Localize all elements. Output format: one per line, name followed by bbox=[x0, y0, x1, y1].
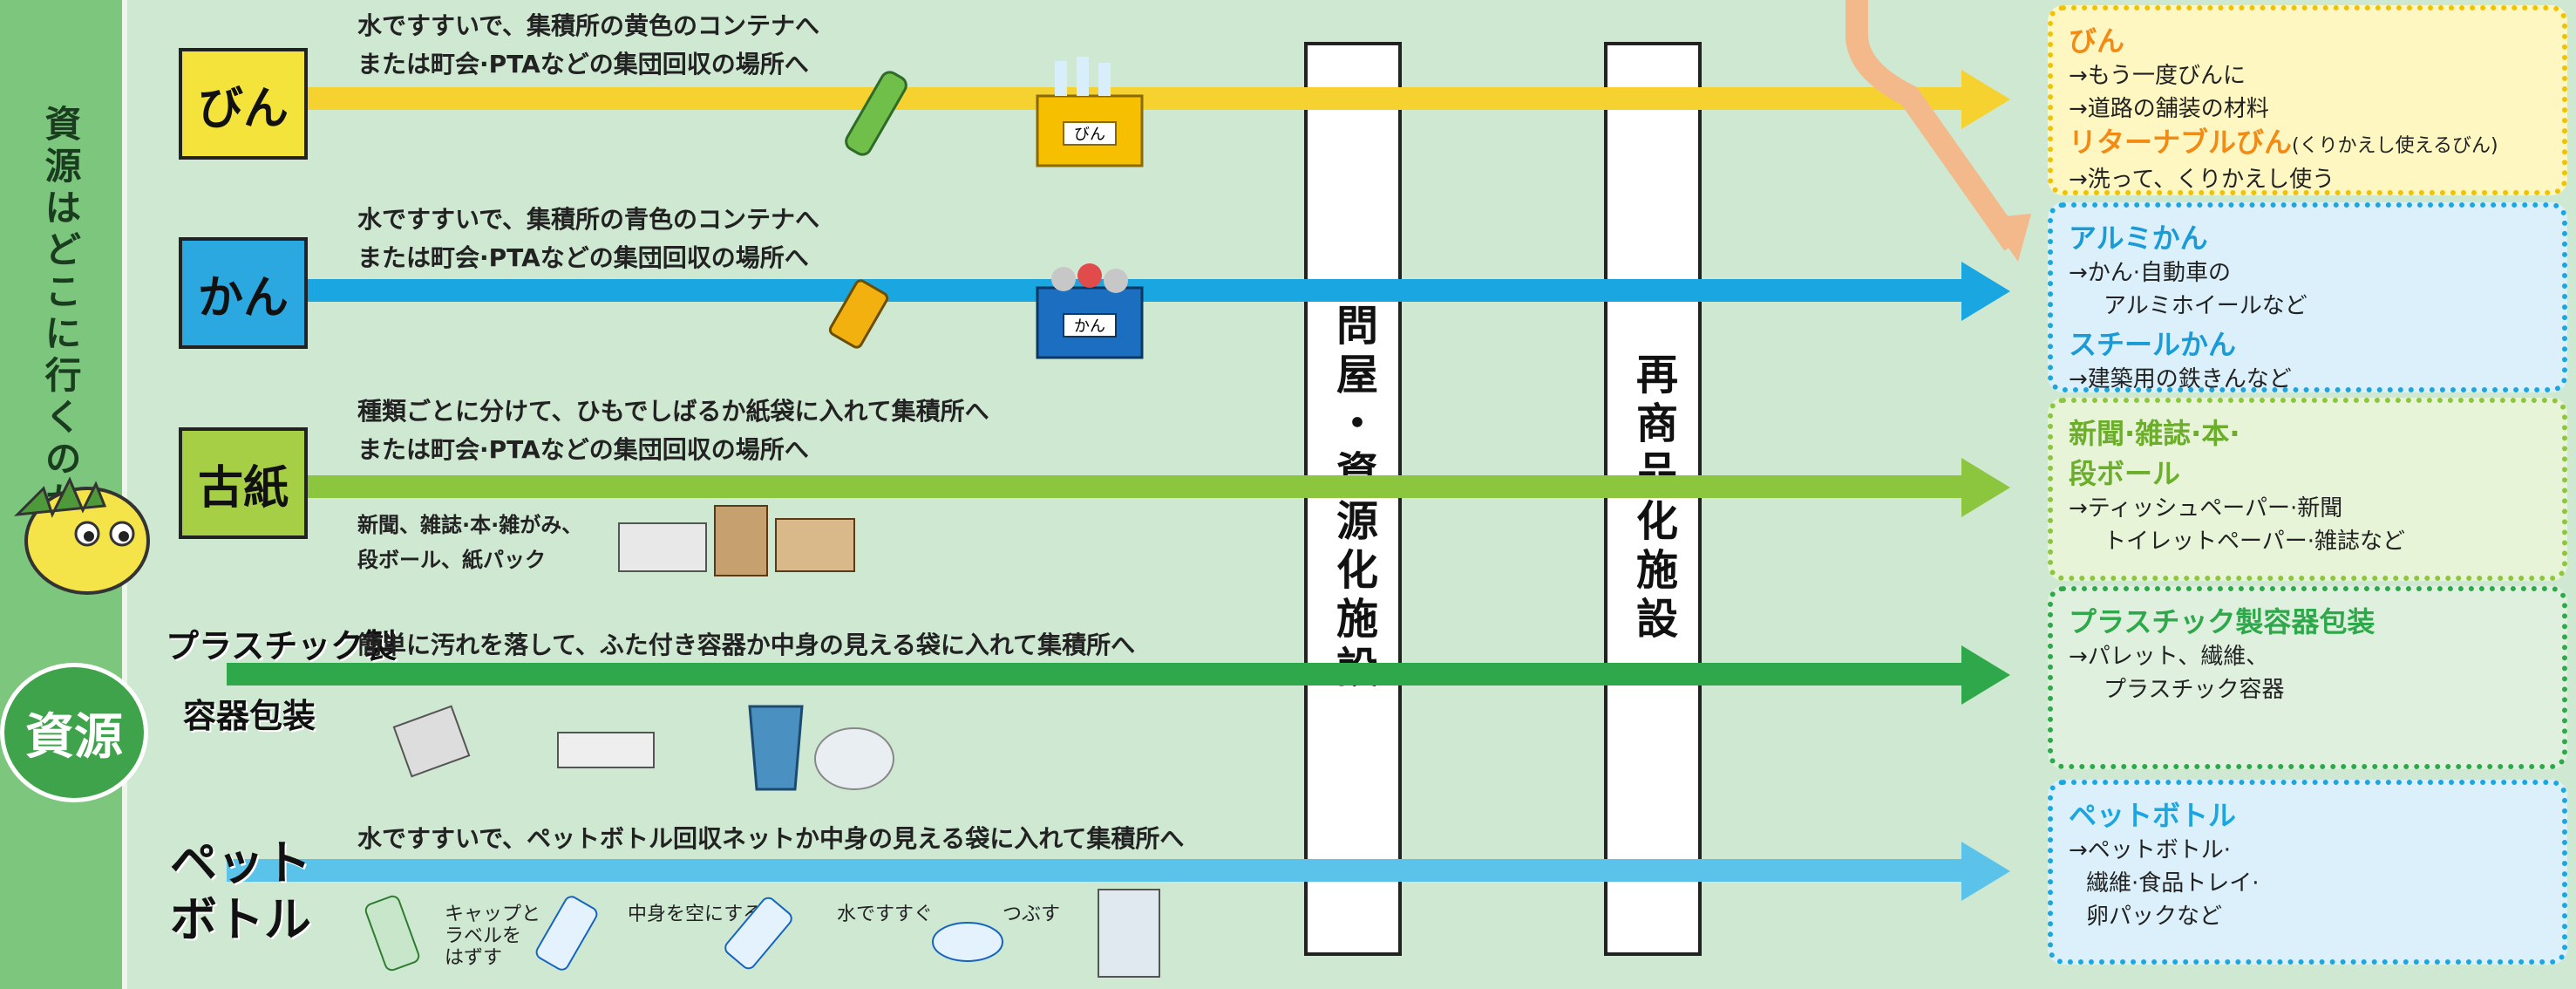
instruction-paper-2: または町会·PTAなどの集団回収の場所へ bbox=[357, 435, 809, 464]
destination-box-pet: ペットボトル →ペットボトル· 繊維·食品トレイ· 卵パックなど bbox=[2048, 780, 2567, 965]
arrow-head-bin bbox=[1961, 70, 2010, 129]
yellow-container-label: びん bbox=[1074, 126, 1105, 144]
box-pet-title: ペットボトル bbox=[2069, 799, 2237, 832]
arrow-head-can bbox=[1961, 262, 2010, 321]
paper-bundle-icon bbox=[618, 505, 855, 576]
cube-bin: びん bbox=[179, 48, 308, 160]
instruction-bin-1: 水ですすいで、集積所の黄色のコンテナへ bbox=[357, 11, 820, 40]
cube-bin-label: びん bbox=[197, 82, 289, 135]
instruction-bin-2: または町会·PTAなどの集団回収の場所へ bbox=[357, 50, 809, 78]
destination-box-bin: びん →もう一度びんに →道路の舗装の材料 リターナブルびん(くりかえし使えるび… bbox=[2048, 5, 2567, 195]
pet-steps-icon bbox=[364, 889, 1160, 978]
box-can-steel-item: →建築用の鉄きんなど bbox=[2069, 366, 2292, 392]
box-plastic-item-2: プラスチック容器 bbox=[2104, 677, 2285, 703]
box-paper-item-1: →ティッシュペーパー·新聞 bbox=[2069, 495, 2343, 522]
box-bin-returnable-note: (くりかえし使えるびん) bbox=[2292, 135, 2498, 157]
resource-badge: 資源 bbox=[0, 663, 148, 802]
arrow-head-plastic bbox=[1961, 645, 2010, 705]
label-plastic: プラスチック製 bbox=[166, 627, 398, 665]
pet-step-2: 中身を空にする bbox=[628, 904, 763, 925]
tower-wholesale: 問屋・資源化施設 bbox=[1304, 42, 1402, 956]
mascot-icon bbox=[13, 476, 150, 595]
box-paper-item-2: トイレットペーパー·雑誌など bbox=[2104, 529, 2406, 555]
yellow-container-icon: びん bbox=[1036, 57, 1144, 167]
curve-connector bbox=[1845, 0, 2031, 262]
cube-paper-label: 古紙 bbox=[197, 461, 289, 515]
instruction-paper-1: 種類ごとに分けて、ひもでしばるか紙袋に入れて集積所へ bbox=[357, 397, 989, 426]
box-pet-item-2: 繊維·食品トレイ· bbox=[2086, 870, 2260, 897]
box-bin-returnable-item: →洗って、くりかえし使う bbox=[2069, 167, 2335, 193]
can-icon bbox=[828, 279, 889, 349]
flow-line-plastic bbox=[227, 663, 1961, 685]
pet-step-4: つぶす bbox=[1003, 904, 1061, 925]
pet-step-3: 水ですすぐ bbox=[837, 904, 934, 925]
box-plastic-title: プラスチック製容器包装 bbox=[2069, 605, 2375, 638]
box-bin-item-1: →もう一度びんに bbox=[2069, 63, 2246, 89]
tower-wholesale-label: 問屋・資源化施設 bbox=[1329, 304, 1377, 694]
cube-can: かん bbox=[179, 237, 308, 349]
arrow-head-paper bbox=[1961, 458, 2010, 517]
box-can-item-2: アルミホイールなど bbox=[2104, 293, 2308, 319]
cube-paper: 古紙 bbox=[179, 427, 308, 539]
box-bin-item-2: →道路の舗装の材料 bbox=[2069, 96, 2269, 122]
box-paper-title: 新聞·雑誌·本· bbox=[2069, 417, 2240, 450]
box-can-title: アルミかん bbox=[2069, 222, 2208, 255]
blue-container-label: かん bbox=[1074, 317, 1105, 336]
box-bin-title: びん bbox=[2069, 24, 2125, 58]
cube-can-label: かん bbox=[197, 271, 289, 324]
instruction-can-2: または町会·PTAなどの集団回収の場所へ bbox=[357, 243, 809, 272]
box-pet-item-1: →ペットボトル· bbox=[2069, 837, 2232, 863]
box-can-item-1: →かん·自動車の bbox=[2069, 260, 2232, 286]
resource-badge-label: 資源 bbox=[25, 708, 123, 766]
arrow-head-pet bbox=[1961, 842, 2010, 901]
paper-note-1: 新聞、雑誌·本·雑がみ、 bbox=[357, 513, 583, 537]
tower-recycling: 再商品化施設 bbox=[1604, 42, 1702, 956]
box-bin-returnable-title: リターナブルびん bbox=[2069, 126, 2293, 159]
box-pet-item-3: 卵パックなど bbox=[2086, 904, 2223, 930]
box-paper-title-2: 段ボール bbox=[2069, 457, 2181, 490]
tower-recycling-label: 再商品化施設 bbox=[1628, 352, 1677, 645]
label-pet-2: ボトル bbox=[170, 892, 311, 947]
blue-container-icon: かん bbox=[1036, 263, 1144, 359]
pet-step-1b: ラベルを bbox=[445, 925, 522, 947]
pet-step-1a: キャップと bbox=[445, 904, 541, 925]
label-plastic-2: 容器包装 bbox=[183, 697, 316, 735]
destination-box-plastic: プラスチック製容器包装 →パレット、繊維、 プラスチック容器 bbox=[2048, 586, 2567, 769]
instruction-pet-1: 水ですすいで、ペットボトル回収ネットか中身の見える袋に入れて集積所へ bbox=[357, 824, 1185, 853]
destination-box-can: アルミかん →かん·自動車の アルミホイールなど スチールかん →建築用の鉄きん… bbox=[2048, 202, 2567, 392]
flow-line-paper bbox=[227, 475, 1961, 498]
bottle-icon bbox=[845, 71, 907, 156]
destination-box-paper: 新聞·雑誌·本· 段ボール →ティッシュペーパー·新聞 トイレットペーパー·雑誌… bbox=[2048, 398, 2567, 581]
box-can-steel-title: スチールかん bbox=[2069, 328, 2237, 361]
box-plastic-item-1: →パレット、繊維、 bbox=[2069, 644, 2269, 670]
plastic-steps-icon bbox=[392, 705, 894, 791]
paper-note-2: 段ボール、紙パック bbox=[357, 548, 546, 572]
label-pet: ペット bbox=[170, 836, 311, 890]
flow-line-pet bbox=[227, 859, 1961, 882]
instruction-plastic-1: 簡単に汚れを落して、ふた付き容器か中身の見える袋に入れて集積所へ bbox=[357, 631, 1136, 659]
instruction-can-1: 水ですすいで、集積所の青色のコンテナへ bbox=[357, 205, 820, 234]
pet-step-1c: はずす bbox=[445, 947, 503, 969]
